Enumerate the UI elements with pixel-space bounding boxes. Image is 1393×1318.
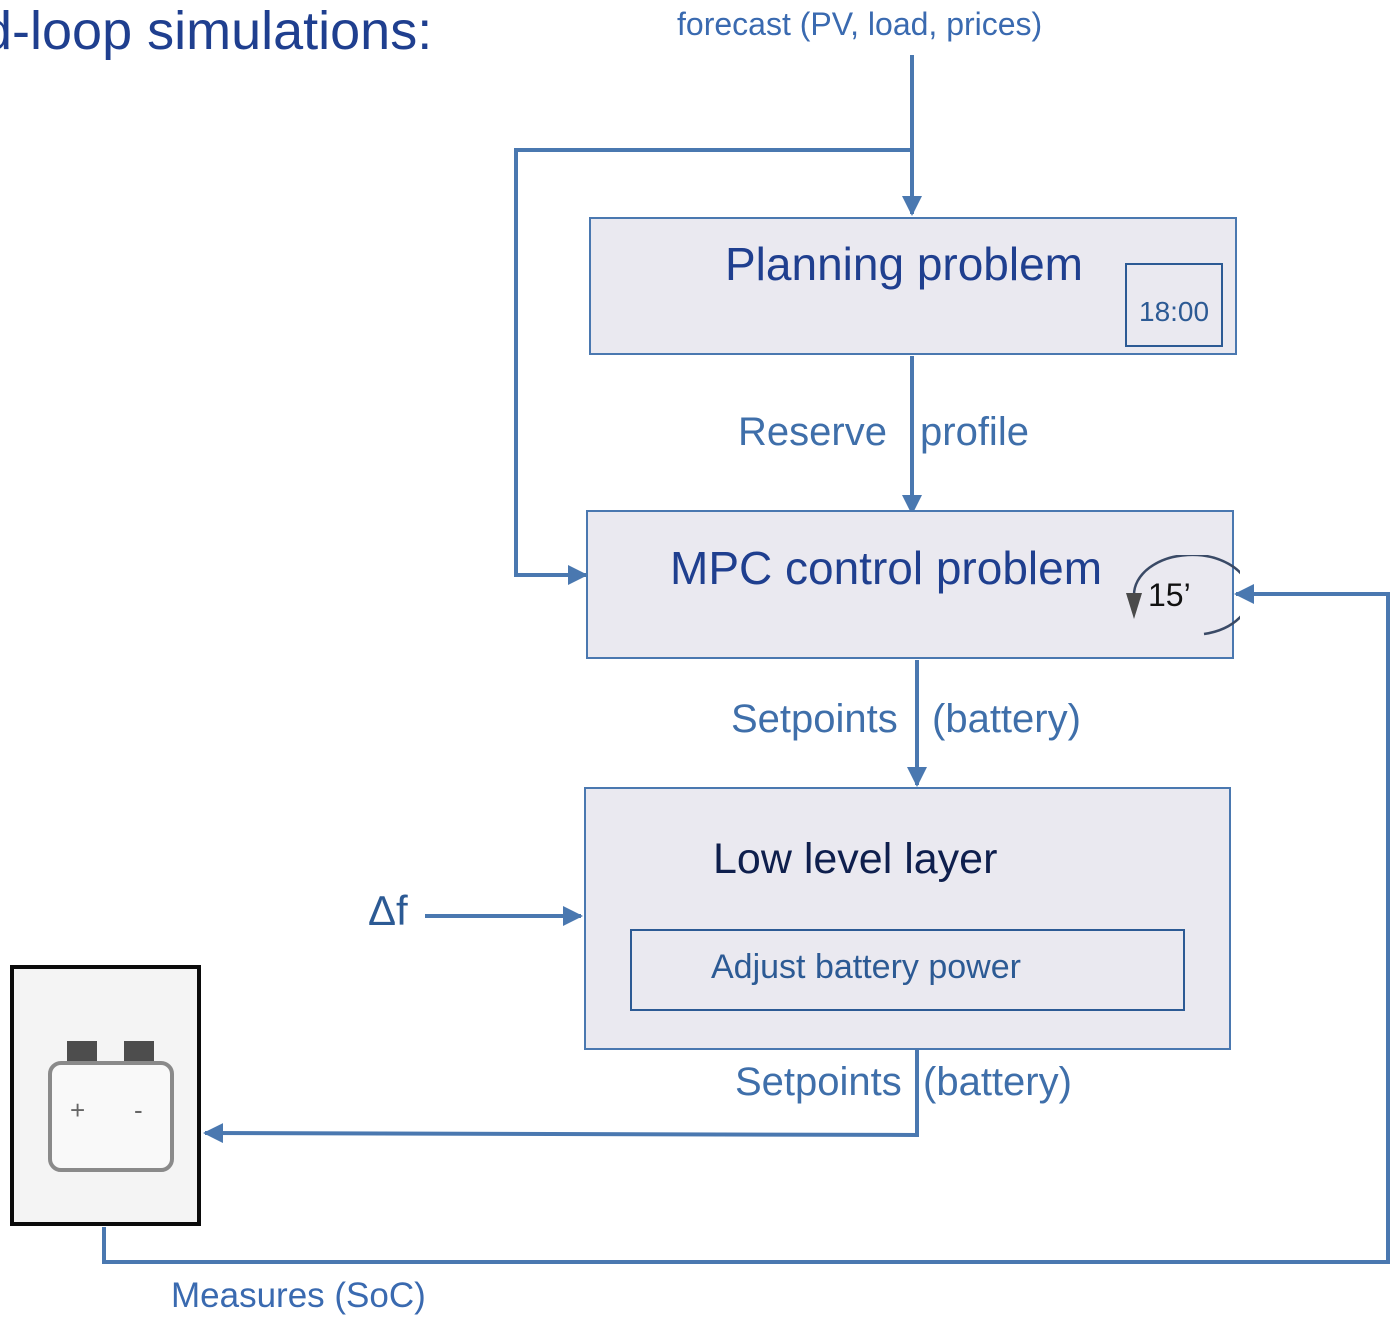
arrow-forecast-to-mpc	[514, 148, 912, 585]
reserve-label-left: Reserve	[738, 410, 887, 454]
mpc-title: MPC control problem	[670, 542, 1103, 594]
arrow-lowlevel-to-battery	[203, 1050, 919, 1144]
slide-heading: d-loop simulations:	[0, 1, 433, 61]
delta-f-label: Δf	[368, 887, 408, 934]
forecast-label: forecast (PV, load, prices)	[677, 6, 1043, 42]
adjust-box	[630, 929, 1185, 1011]
time-badge: 18:00	[1139, 296, 1210, 327]
planning-box	[589, 217, 1237, 355]
battery-image: + -	[10, 965, 201, 1226]
low-level-box	[584, 787, 1231, 1050]
low-level-title: Low level layer	[713, 835, 998, 883]
arrow-measures-to-mpc	[102, 584, 1390, 1264]
battery-minus: -	[134, 1095, 143, 1125]
measures-label: Measures (SoC)	[171, 1276, 426, 1315]
time-badge-box	[1125, 263, 1223, 347]
setpoints-upper-left: Setpoints	[731, 697, 898, 741]
cycle-badge: 15’	[1148, 577, 1191, 613]
planning-title: Planning problem	[725, 238, 1084, 290]
battery-icon	[48, 1041, 174, 1172]
mpc-box	[586, 510, 1234, 659]
setpoints-upper-right: (battery)	[932, 697, 1081, 741]
adjust-label: Adjust battery power	[711, 948, 1021, 986]
reserve-label-right: profile	[920, 410, 1029, 454]
battery-plus: +	[70, 1095, 86, 1125]
setpoints-lower-left: Setpoints	[735, 1060, 902, 1104]
cycle-icon	[1126, 555, 1240, 636]
setpoints-lower-right: (battery)	[923, 1060, 1072, 1104]
